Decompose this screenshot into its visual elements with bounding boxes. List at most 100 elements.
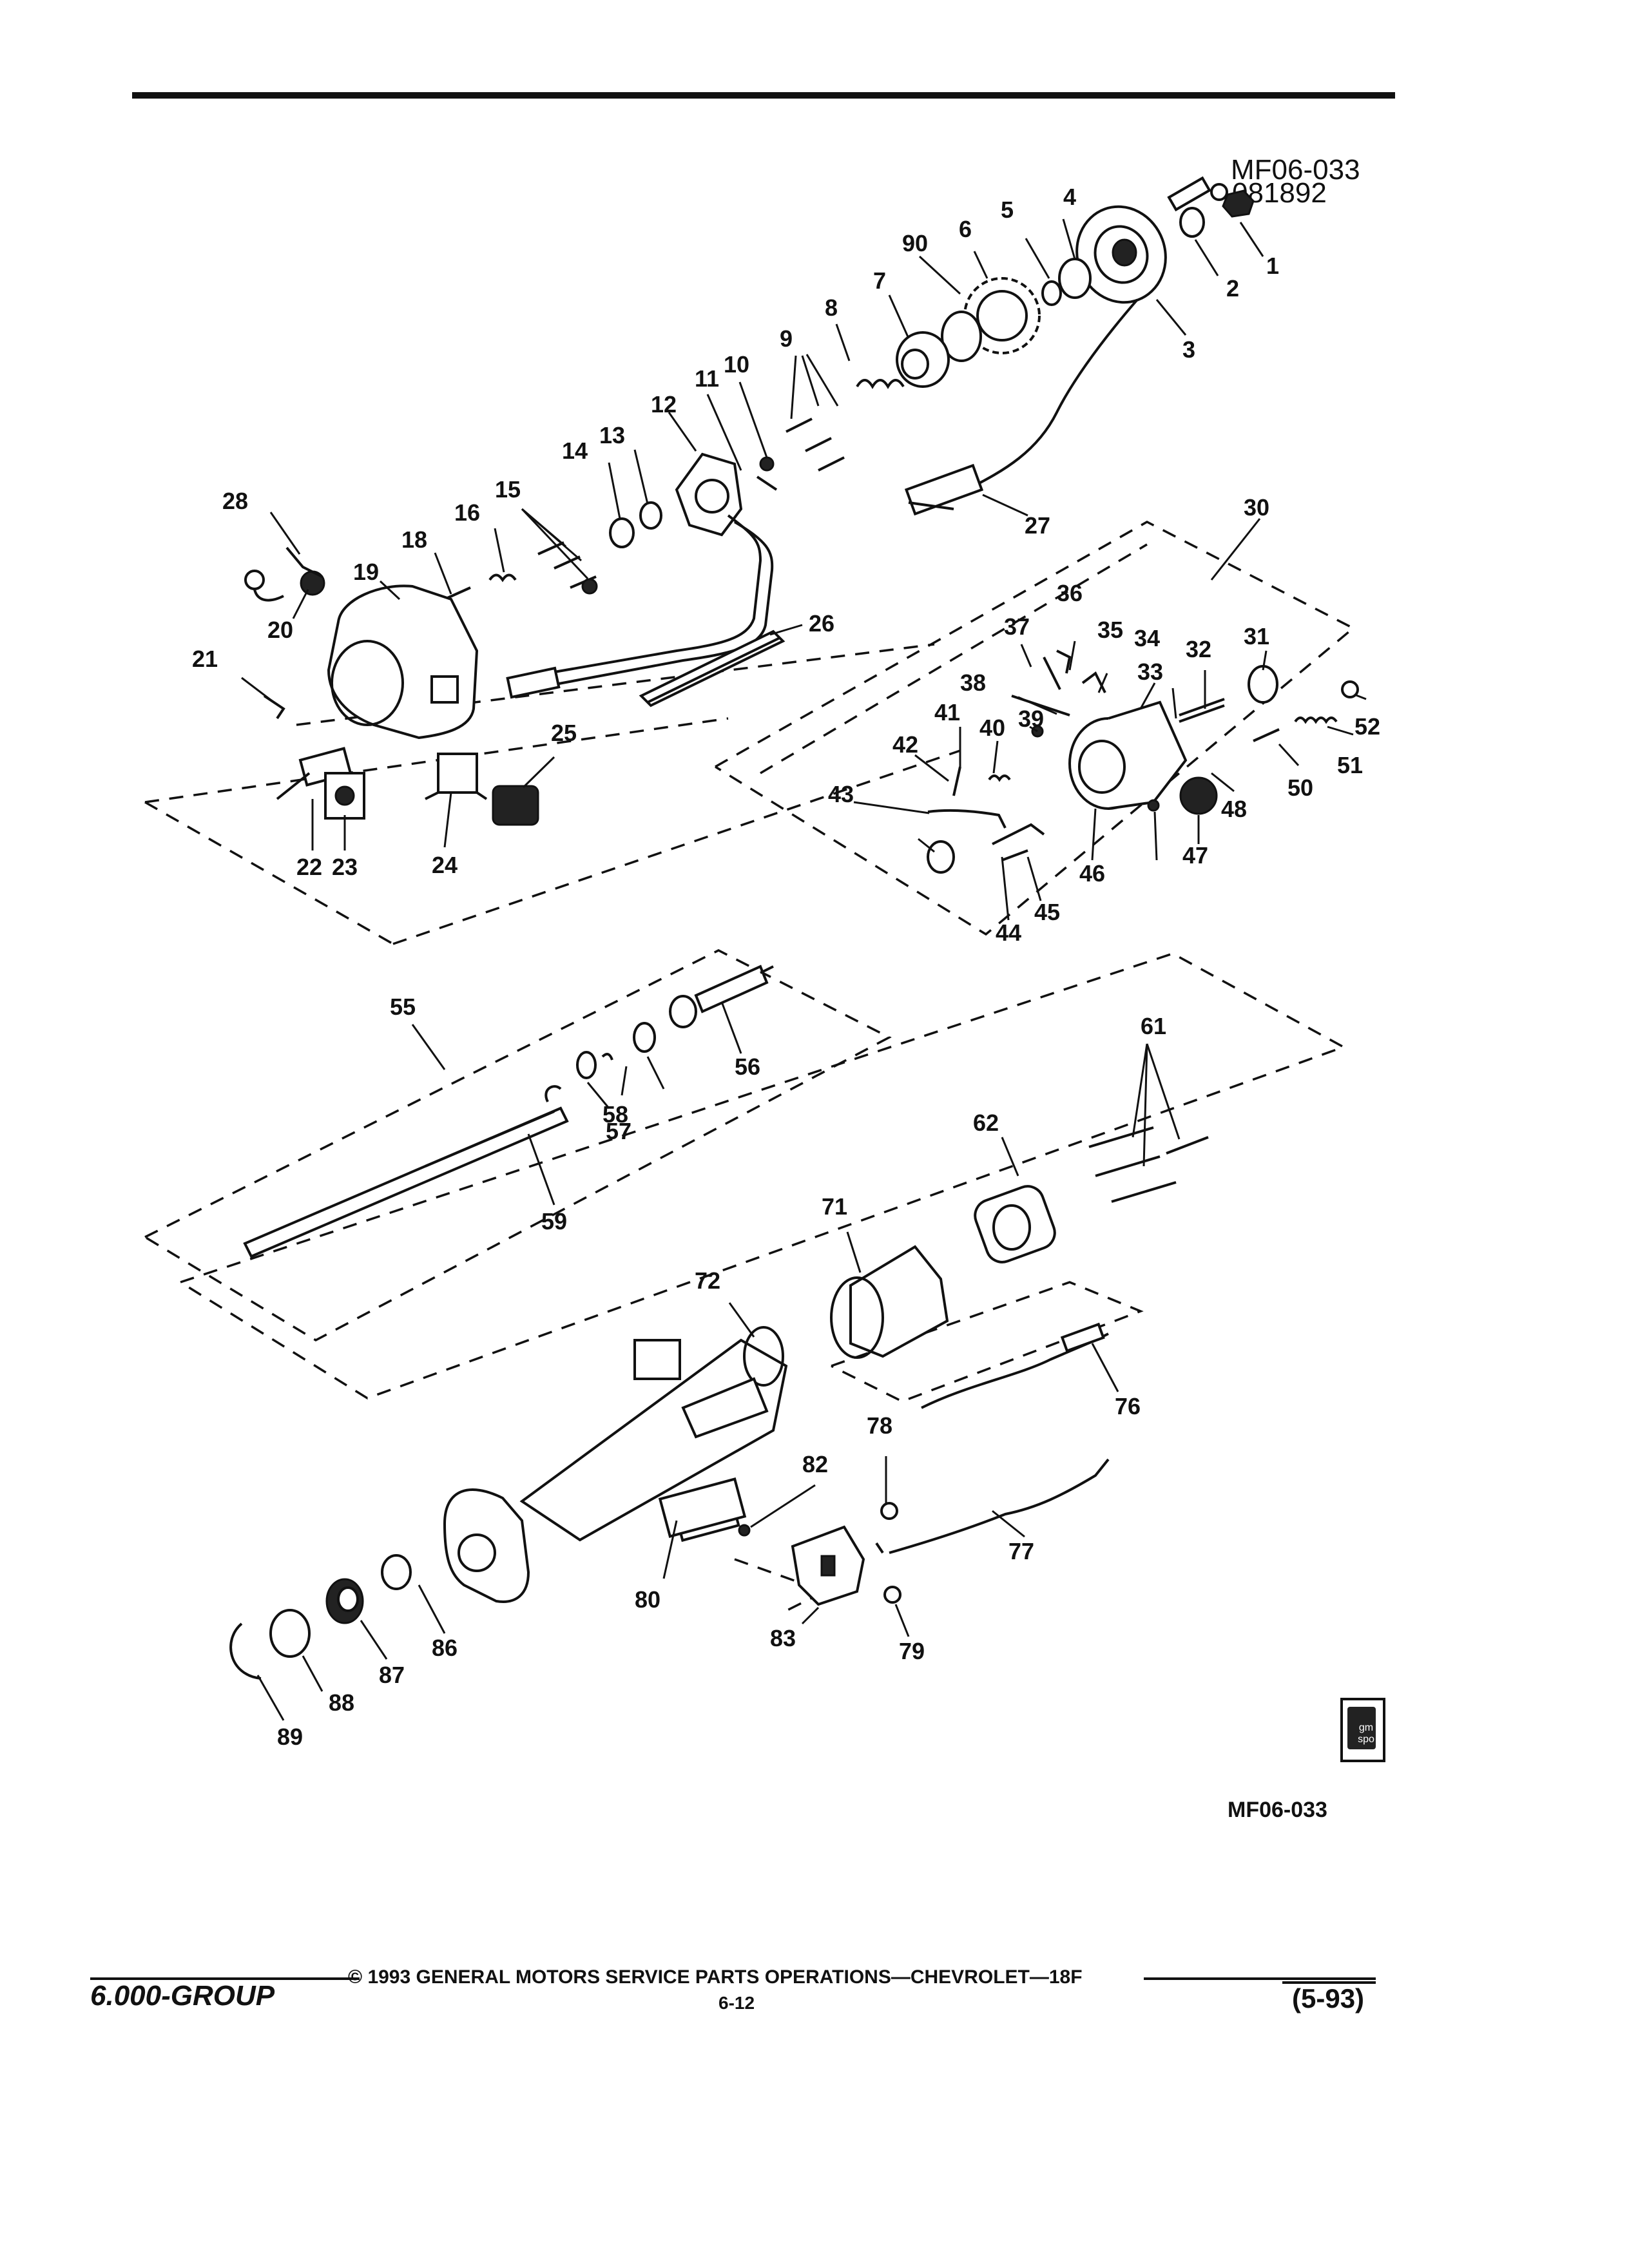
callout: 87 bbox=[379, 1662, 405, 1688]
callout: 23 bbox=[332, 854, 358, 880]
part-washers-13-14 bbox=[609, 501, 662, 548]
callout: 48 bbox=[1221, 796, 1247, 822]
callout: 25 bbox=[551, 720, 577, 746]
callout-labels: 1 2 3 4 5 6 7 8 9 10 11 12 13 14 15 16 1… bbox=[192, 184, 1380, 1750]
callout: 22 bbox=[296, 854, 322, 880]
callout: 16 bbox=[454, 499, 480, 526]
footer-copyright: © 1993 GENERAL MOTORS SERVICE PARTS OPER… bbox=[348, 1966, 1083, 1988]
part-steering-shaft bbox=[243, 965, 774, 1258]
footer-rule-date bbox=[1282, 1981, 1376, 1984]
callout: 9 bbox=[780, 325, 793, 352]
part-screws-9 bbox=[756, 418, 845, 491]
callout: 8 bbox=[825, 294, 838, 321]
callout: 39 bbox=[1018, 706, 1044, 732]
callout: 52 bbox=[1354, 713, 1380, 740]
callout: 7 bbox=[873, 267, 886, 294]
callout: 50 bbox=[1287, 774, 1313, 801]
callout: 5 bbox=[1001, 197, 1014, 223]
callout: 55 bbox=[390, 994, 416, 1020]
callout: 79 bbox=[899, 1638, 925, 1664]
part-shift-rods bbox=[875, 1322, 1110, 1604]
callout: 37 bbox=[1004, 613, 1030, 640]
callout: 3 bbox=[1182, 336, 1195, 363]
callout: 10 bbox=[724, 351, 749, 378]
callout: 35 bbox=[1097, 617, 1123, 643]
callout: 41 bbox=[934, 699, 960, 726]
callout: 26 bbox=[809, 610, 834, 637]
callout: 30 bbox=[1244, 494, 1269, 521]
group-box-rods bbox=[734, 1281, 1144, 1612]
callout: 57 bbox=[606, 1118, 631, 1144]
callout: 1 bbox=[1266, 253, 1279, 279]
part-bearing-ring bbox=[856, 258, 1092, 389]
part-lock-housing-cover bbox=[244, 546, 479, 740]
callout: 62 bbox=[973, 1110, 999, 1136]
callout: 44 bbox=[996, 919, 1021, 946]
callout: 90 bbox=[902, 230, 928, 256]
part-screws-15 bbox=[444, 541, 598, 601]
part-nut-washer bbox=[1179, 189, 1255, 238]
callout: 56 bbox=[735, 1053, 760, 1080]
part-wire-protector bbox=[639, 629, 786, 707]
part-cancel-cam-assembly bbox=[904, 176, 1211, 516]
callout: 78 bbox=[867, 1412, 892, 1439]
gm-spo-logo: gm spo bbox=[1340, 1698, 1385, 1762]
callout: 61 bbox=[1141, 1013, 1166, 1039]
part-sleeve bbox=[830, 1245, 949, 1359]
callout: 89 bbox=[277, 1724, 303, 1750]
callout: 45 bbox=[1034, 899, 1060, 925]
callout: 51 bbox=[1337, 752, 1363, 778]
callout: 21 bbox=[192, 646, 218, 672]
callout: 47 bbox=[1182, 842, 1208, 869]
callout: 40 bbox=[979, 715, 1005, 741]
callout: 38 bbox=[960, 669, 986, 696]
figure-code-bottom: MF06-033 bbox=[1228, 1798, 1327, 1822]
footer-rule-right bbox=[1144, 1977, 1376, 1980]
callout: 36 bbox=[1057, 580, 1083, 606]
callout: 2 bbox=[1226, 275, 1239, 302]
callout: 77 bbox=[1008, 1538, 1034, 1564]
callout: 80 bbox=[635, 1586, 660, 1613]
top-rule bbox=[132, 92, 1395, 99]
callout: 4 bbox=[1063, 184, 1076, 210]
callout: 24 bbox=[432, 852, 458, 878]
callout: 72 bbox=[695, 1267, 720, 1294]
callout: 13 bbox=[599, 422, 625, 448]
callout: 83 bbox=[770, 1625, 796, 1651]
callout: 43 bbox=[828, 781, 854, 807]
callout: 14 bbox=[562, 437, 588, 464]
callout: 82 bbox=[802, 1451, 828, 1477]
callout: 34 bbox=[1134, 625, 1160, 651]
callout: 58 bbox=[602, 1101, 628, 1128]
footer-rule-left bbox=[90, 1977, 360, 1980]
callout: 46 bbox=[1079, 860, 1105, 887]
callout: 20 bbox=[267, 617, 293, 643]
callout: 12 bbox=[651, 391, 677, 418]
footer-group: 6.000-GROUP bbox=[90, 1980, 275, 2012]
footer-page-number: 6-12 bbox=[718, 1993, 755, 2013]
callout: 19 bbox=[353, 559, 379, 585]
part-turn-signal-switch bbox=[506, 452, 774, 699]
callout: 11 bbox=[695, 365, 719, 392]
callout: 6 bbox=[959, 216, 972, 242]
logo-background: gm spo bbox=[1347, 1707, 1376, 1749]
part-adapter-bolts bbox=[974, 1126, 1209, 1264]
callout: 88 bbox=[329, 1689, 354, 1716]
part-bearings-86-89 bbox=[229, 1554, 412, 1680]
date-stamp-icon bbox=[1210, 183, 1228, 201]
part-buzzer-switch bbox=[276, 747, 539, 826]
footer-date: (5-93) bbox=[1292, 1983, 1365, 2013]
part-lock-housing bbox=[927, 649, 1359, 874]
callout: 27 bbox=[1025, 512, 1050, 539]
callout: 33 bbox=[1137, 658, 1163, 685]
group-box-lock-housing bbox=[715, 521, 1356, 936]
callout: 32 bbox=[1186, 636, 1211, 662]
callout: 15 bbox=[495, 476, 521, 503]
callout: 31 bbox=[1244, 623, 1269, 649]
group-box-housing bbox=[180, 952, 1347, 1399]
callout: 42 bbox=[892, 731, 918, 758]
callout: 59 bbox=[541, 1208, 567, 1235]
callout: 28 bbox=[222, 488, 248, 514]
callout: 71 bbox=[822, 1193, 847, 1220]
